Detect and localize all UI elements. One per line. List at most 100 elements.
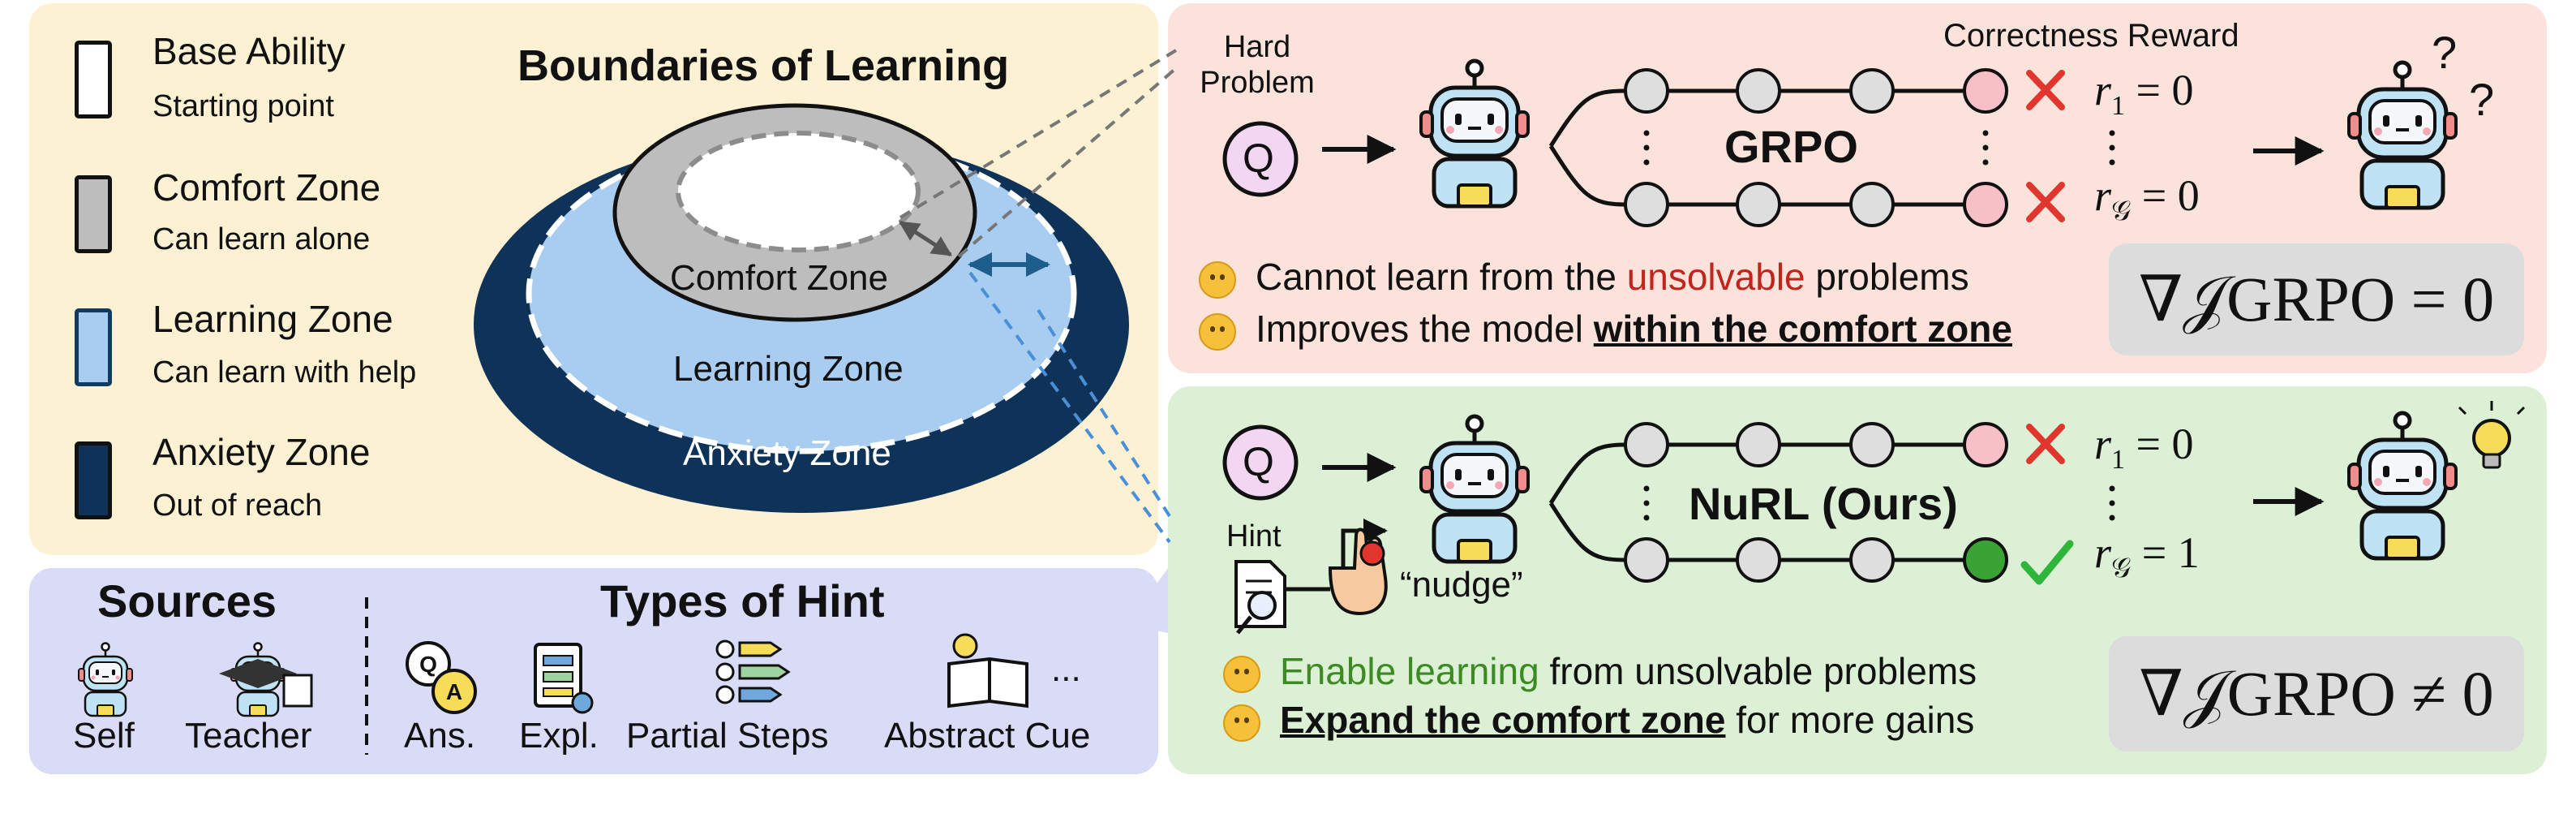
grpo-node [1624, 182, 1669, 227]
nurl-node [1849, 422, 1895, 467]
grpo-node [1624, 68, 1669, 114]
question-mark-icon: ? [2432, 27, 2458, 78]
zoom-connector-blue-2 [1037, 308, 1171, 518]
nurl-vertical-dots [1643, 485, 2115, 521]
learning-boundary-dashed [526, 133, 1077, 454]
legend-learning-subtitle: Can learn with help [152, 355, 417, 390]
hint-label: Hint [1226, 519, 1282, 553]
zoom-connector-gray-2 [957, 67, 1178, 258]
nurl-nodes [1624, 422, 2008, 583]
smiling-emoji-icon [1223, 704, 1260, 742]
legend-comfort-subtitle: Can learn alone [152, 222, 371, 256]
anxiety-zone-label: Anxiety Zone [683, 433, 891, 473]
grpo-node [1849, 182, 1895, 227]
grpo-node-wrong [1963, 68, 2008, 114]
correctness-reward-label: Correctness Reward [1943, 18, 2239, 54]
base-ability-swatch [75, 41, 112, 118]
grpo-confused-robot-icon [2349, 62, 2456, 208]
legend-anxiety-title: Anxiety Zone [152, 431, 371, 473]
comfort-zone-swatch [75, 175, 112, 253]
slightly-frowning-emoji-icon [1199, 261, 1236, 299]
self-robot-icon [77, 642, 134, 717]
nurl-robot-icon [1421, 416, 1528, 562]
legend-comfort-title: Comfort Zone [152, 166, 381, 209]
qa-bubble-icon: Q A [406, 641, 477, 714]
book-lightbulb-icon [947, 633, 1028, 708]
hint-type-explanation: Expl. [519, 716, 599, 756]
nurl-node-wrong [1963, 422, 2008, 467]
grpo-vertical-dots [1643, 130, 2115, 166]
sources-title: Sources [97, 575, 277, 626]
source-teacher-label: Teacher [185, 716, 312, 756]
legend-learning-title: Learning Zone [152, 298, 393, 340]
grpo-nodes [1624, 68, 2008, 227]
base-ability-ellipse [676, 131, 921, 252]
explanation-doc-icon [534, 643, 594, 714]
zoom-connector-blue [968, 271, 1171, 544]
cross-icon [2026, 182, 2065, 222]
nurl-method-label: NuRL (Ours) [1689, 478, 1958, 529]
pointing-hand-icon [1328, 527, 1388, 616]
slightly-frowning-emoji-icon [1199, 313, 1236, 351]
nurl-branch-top [1548, 442, 1626, 505]
nurl-q-circle [1222, 424, 1299, 501]
learning-zone-swatch [75, 308, 112, 386]
grpo-node-wrong [1963, 182, 2008, 227]
comfort-zone-label: Comfort Zone [670, 258, 888, 298]
zone-diagram [474, 103, 1129, 513]
legend-anxiety-subtitle: Out of reach [152, 489, 323, 523]
grpo-reward-bot: r𝒢 = 0 [2094, 171, 2200, 226]
hint-type-abstract-cue: Abstract Cue [884, 716, 1091, 756]
nurl-reward-top: r1 = 0 [2094, 420, 2194, 475]
legend-base-subtitle: Starting point [152, 89, 334, 123]
grpo-node [1736, 182, 1781, 227]
nurl-reward-bot: r𝒢 = 1 [2094, 528, 2200, 583]
nurl-line-2: Expand the comfort zone for more gains [1280, 699, 1975, 741]
nudge-arrow [1341, 519, 1388, 568]
grpo-branch-top [1548, 88, 1626, 148]
hint-types-title: Types of Hint [600, 575, 885, 626]
nurl-node [1624, 422, 1669, 467]
nurl-node [1849, 537, 1895, 583]
nurl-node-correct [1963, 537, 2008, 583]
nurl-branch-bot [1548, 502, 1626, 562]
learning-zone-label: Learning Zone [673, 349, 904, 389]
smiling-emoji-icon [1223, 656, 1260, 693]
cross-icon [2026, 424, 2065, 464]
lightbulb-icon [2458, 401, 2526, 469]
hint-types-more: ... [1051, 649, 1081, 689]
steps-list-icon [715, 639, 791, 704]
source-self-label: Self [73, 716, 135, 756]
teacher-hat-icon [219, 659, 313, 708]
nudge-label: “nudge” [1400, 565, 1523, 605]
grpo-node [1736, 68, 1781, 114]
nurl-node [1624, 537, 1669, 583]
grpo-line-1: Cannot learn from the unsolvable problem… [1256, 256, 1969, 298]
nurl-gradient-box: ∇𝒥GRPO ≠ 0 [2109, 636, 2524, 751]
grpo-q-circle [1222, 121, 1299, 197]
check-icon [2020, 540, 2074, 585]
grpo-q-label: Q [1243, 136, 1274, 181]
anxiety-zone-swatch [75, 441, 112, 519]
nurl-node [1736, 422, 1781, 467]
grpo-line-2: Improves the model within the comfort zo… [1256, 308, 2012, 350]
hint-type-partial-steps: Partial Steps [626, 716, 829, 756]
nurl-line-1: Enable learning from unsolvable problems [1280, 650, 1977, 692]
zoom-connector-gray [899, 49, 1178, 219]
grpo-node [1849, 68, 1895, 114]
comfort-expansion-arrow [898, 220, 953, 257]
diagram-title: Boundaries of Learning [517, 41, 1010, 90]
document-hint-icon [1234, 560, 1286, 635]
hint-callout-tail [1127, 568, 1168, 633]
nurl-q-label: Q [1243, 439, 1274, 484]
hard-problem-label: Hard Problem [1200, 30, 1315, 100]
legend-base-title: Base Ability [152, 30, 346, 72]
svg-text:Q: Q [419, 652, 437, 677]
grpo-method-label: GRPO [1724, 121, 1858, 172]
cross-icon [2026, 70, 2065, 110]
svg-text:A: A [446, 679, 462, 704]
hint-type-answer: Ans. [404, 716, 476, 756]
nurl-node [1736, 537, 1781, 583]
grpo-gradient-box: ∇𝒥GRPO = 0 [2109, 243, 2524, 355]
